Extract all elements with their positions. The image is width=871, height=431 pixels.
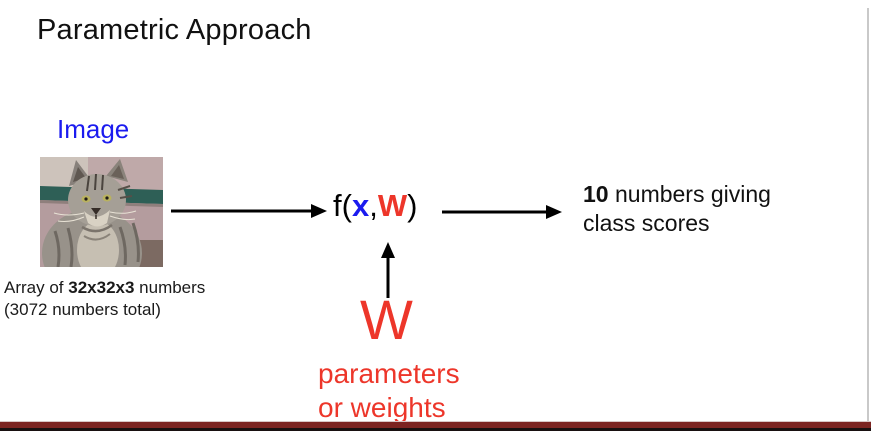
weights-symbol: W bbox=[360, 288, 413, 351]
arrow-head bbox=[381, 242, 395, 258]
caption-line-1: Array of 32x32x3 numbers bbox=[4, 277, 205, 299]
weights-label: parameters or weights bbox=[318, 357, 460, 425]
arrow-right-icon bbox=[171, 202, 327, 220]
arrow-head bbox=[311, 204, 327, 218]
output-line-2: class scores bbox=[583, 210, 710, 236]
output-line-1: 10 numbers giving bbox=[583, 180, 771, 209]
arrow-up-icon bbox=[380, 242, 396, 298]
weights-label-line-1: parameters bbox=[318, 358, 460, 389]
arrow-shaft bbox=[171, 209, 314, 213]
cat-image bbox=[40, 157, 163, 267]
function-close-paren: ) bbox=[407, 188, 418, 223]
arrow-head bbox=[546, 205, 562, 219]
slide-title: Parametric Approach bbox=[37, 14, 312, 46]
function-w: W bbox=[377, 188, 408, 223]
weights-label-line-2: or weights bbox=[318, 392, 446, 423]
caption-suffix: numbers bbox=[134, 278, 206, 297]
image-caption: Array of 32x32x3 numbers (3072 numbers t… bbox=[4, 277, 205, 321]
caption-dimensions: 32x32x3 bbox=[68, 278, 135, 297]
arrow-right-icon bbox=[442, 203, 562, 221]
arrow-shaft bbox=[442, 210, 549, 214]
output-count: 10 bbox=[583, 181, 609, 207]
function-expression: f(x,W) bbox=[333, 188, 417, 224]
function-x: x bbox=[351, 188, 370, 223]
caption-line-2: (3072 numbers total) bbox=[4, 300, 161, 319]
image-label: Image bbox=[57, 114, 130, 144]
arrow-shaft bbox=[386, 254, 390, 298]
output-line-1-rest: numbers giving bbox=[608, 181, 771, 207]
right-edge-line bbox=[867, 8, 869, 422]
bottom-bar bbox=[0, 421, 871, 431]
caption-prefix: Array of bbox=[4, 278, 69, 297]
output-text: 10 numbers giving class scores bbox=[583, 180, 771, 238]
function-comma: , bbox=[369, 188, 378, 223]
function-f-paren: f( bbox=[333, 188, 352, 223]
